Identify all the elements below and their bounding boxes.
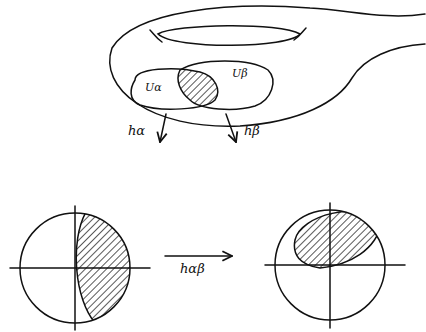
manifold-outline xyxy=(110,6,425,126)
image-hatch xyxy=(294,211,382,268)
hole-edge xyxy=(150,30,162,42)
hole-outline xyxy=(158,26,300,46)
image-boundary xyxy=(294,211,382,268)
map-label: hβ xyxy=(244,124,260,137)
chart-region-b xyxy=(178,61,273,109)
map-arrow xyxy=(226,114,236,142)
axis-line xyxy=(265,264,405,266)
region-label: Uα xyxy=(145,82,162,93)
map-arrow xyxy=(160,114,166,142)
region-label: Uβ xyxy=(232,68,248,79)
transition-arrow xyxy=(165,255,232,257)
map-label: hαβ xyxy=(180,262,205,275)
axis-line xyxy=(74,206,76,330)
overlap-hatch xyxy=(178,61,273,109)
hole-edge xyxy=(294,28,306,40)
chart-region-a xyxy=(131,69,218,109)
axis-line xyxy=(329,203,331,328)
axis-line xyxy=(10,267,150,269)
map-label: hα xyxy=(128,124,145,137)
